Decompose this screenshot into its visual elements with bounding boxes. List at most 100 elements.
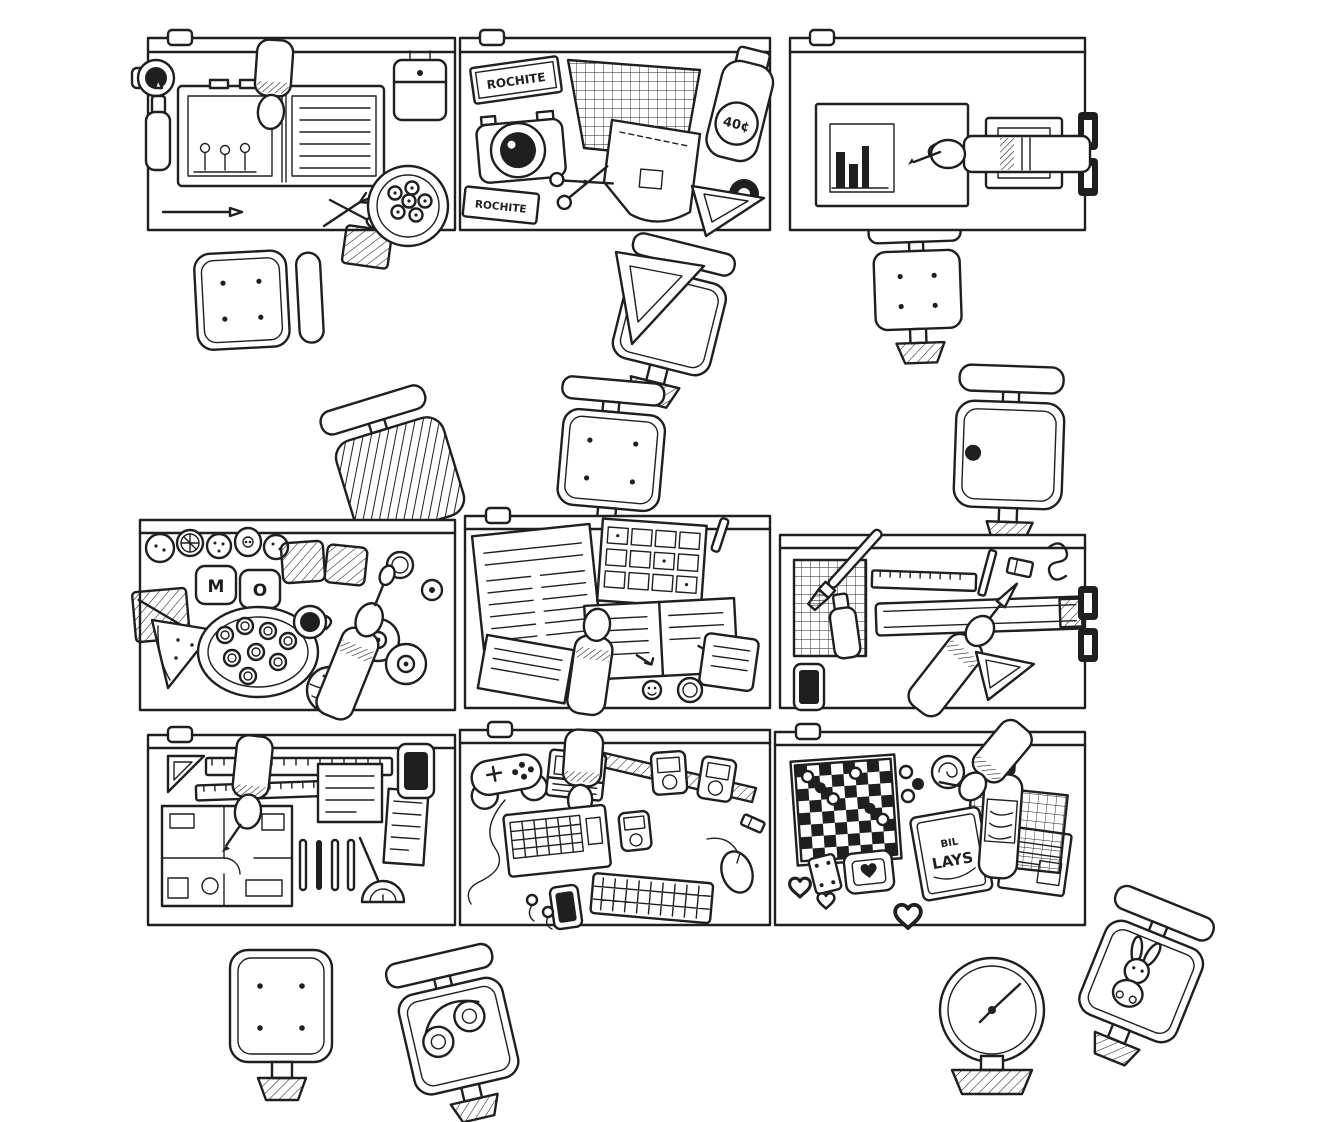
desk-clip xyxy=(166,725,194,744)
notebook xyxy=(698,632,760,693)
desk-clip xyxy=(484,506,512,525)
plush-bunny xyxy=(1111,935,1162,1008)
pen xyxy=(710,517,730,553)
desk-clip xyxy=(808,28,836,47)
bread-letter-o: O xyxy=(253,581,267,601)
floor-plan xyxy=(160,804,294,908)
coffee-cup xyxy=(292,604,333,640)
rochite-box-small: ROCHITE xyxy=(461,185,541,225)
napkin xyxy=(340,224,394,270)
chair-top-left xyxy=(193,249,325,351)
glue-bottle xyxy=(144,77,172,172)
snack-plate xyxy=(366,164,450,248)
chair-seat xyxy=(397,976,520,1096)
lettered-bread: M O xyxy=(194,564,282,610)
hearts xyxy=(788,876,923,930)
mouse xyxy=(706,837,754,894)
chair-seat xyxy=(556,407,667,513)
seat-knob xyxy=(965,444,982,461)
reaching-arm xyxy=(315,564,396,721)
seat-buttons xyxy=(220,278,264,322)
rochite-box: ROCHITE xyxy=(469,55,563,105)
chair-bottom-right xyxy=(1078,884,1216,1067)
camera xyxy=(475,109,567,184)
desk-top-left xyxy=(130,28,457,270)
seat-buttons xyxy=(897,272,938,310)
s-hook xyxy=(1046,542,1069,581)
loose-pages xyxy=(476,633,576,705)
pointing-arm xyxy=(938,718,1033,802)
edge-clamps xyxy=(1078,586,1098,662)
drawing-arm xyxy=(221,734,274,853)
set-square xyxy=(166,754,206,794)
chair-mid-right xyxy=(952,363,1066,542)
pencil xyxy=(161,206,244,218)
laptop xyxy=(502,803,612,878)
gamepad-cable xyxy=(467,799,506,905)
gamepad xyxy=(470,753,549,810)
desk-bottom-middle xyxy=(458,720,772,931)
cinnamon-roll xyxy=(930,754,966,790)
checkers-board xyxy=(789,753,903,867)
rochite-label-2: ROCHITE xyxy=(474,198,527,215)
ruler xyxy=(870,569,978,593)
headphones xyxy=(422,999,486,1059)
flower-doodles xyxy=(193,142,257,173)
set-square xyxy=(690,184,766,238)
stool-hub xyxy=(988,1006,996,1014)
bar-sketch xyxy=(829,123,895,193)
chair-seat xyxy=(228,948,334,1064)
watermelon-wedge xyxy=(150,618,216,690)
phone xyxy=(548,883,584,931)
phone xyxy=(792,662,826,712)
desk-middle-right xyxy=(778,528,1098,718)
scissors xyxy=(549,165,615,211)
desk-clip xyxy=(486,720,514,739)
chair-armrest xyxy=(294,251,325,344)
desk-bottom-left xyxy=(146,725,457,927)
stool-round xyxy=(938,956,1046,1096)
bread-letter-m: M xyxy=(208,577,225,597)
shirt-pattern xyxy=(602,118,702,223)
eraser xyxy=(1005,556,1035,579)
badge xyxy=(641,679,663,701)
desk-top-middle: ROCHITE 40¢ ROCHITE xyxy=(458,28,775,346)
hanging-triangle xyxy=(614,250,706,346)
desk-clip xyxy=(166,28,194,47)
desk-middle-center xyxy=(463,506,772,717)
reaching-arm xyxy=(561,728,605,817)
paint-brush xyxy=(807,528,883,612)
chair-seat xyxy=(872,248,963,332)
chair-bottom-left xyxy=(228,948,334,1102)
memo xyxy=(382,787,430,867)
notes xyxy=(316,762,384,824)
stamp-sheet xyxy=(595,517,708,609)
domino xyxy=(807,853,843,895)
knife-arm xyxy=(907,582,1019,718)
protractor xyxy=(360,879,406,904)
chair-seat xyxy=(193,249,291,351)
chips-label-top: BIL xyxy=(940,836,960,850)
chair-base xyxy=(256,1076,308,1102)
keyboard xyxy=(589,872,715,925)
toast xyxy=(279,539,369,587)
phone xyxy=(396,742,436,800)
chair-backrest xyxy=(958,363,1065,395)
hanging-pouch xyxy=(392,50,448,122)
reaching-arm xyxy=(253,38,295,131)
coffee-mug xyxy=(130,58,176,98)
jar-price-label: 40¢ xyxy=(721,114,751,135)
seat-buttons xyxy=(583,437,639,485)
chair-base xyxy=(1093,1030,1141,1067)
chair-bottom-center xyxy=(384,942,520,1122)
spare-pieces xyxy=(898,764,924,804)
checker-pieces xyxy=(800,766,890,827)
media-player xyxy=(696,755,738,803)
desk-top-right xyxy=(788,28,1098,232)
chair-base xyxy=(895,340,946,365)
desk-middle-left: M O xyxy=(131,518,457,721)
desk-bottom-right: BIL LAYS xyxy=(773,718,1087,930)
heart-gadget xyxy=(842,849,896,895)
